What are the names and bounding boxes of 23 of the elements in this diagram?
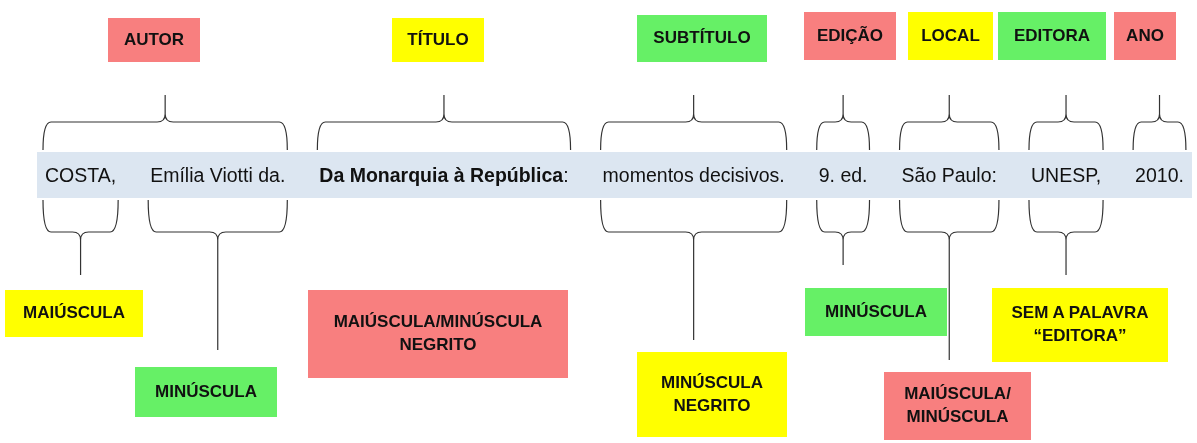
label-box: MAIÚSCULA bbox=[5, 290, 143, 337]
label-box: MINÚSCULA bbox=[805, 288, 947, 336]
label-box: SUBTÍTULO bbox=[637, 15, 767, 62]
citation-text: UNESP, bbox=[1031, 163, 1102, 187]
label-box: MINÚSCULA bbox=[135, 367, 277, 417]
label-box: SEM A PALAVRA “EDITORA” bbox=[992, 288, 1168, 362]
citation-text: COSTA, bbox=[45, 163, 117, 187]
citation-text: momentos decisivos. bbox=[602, 163, 785, 187]
label-box: EDIÇÃO bbox=[804, 12, 896, 60]
label-box: AUTOR bbox=[108, 18, 200, 62]
label-box: MAIÚSCULA/MINÚSCULA NEGRITO bbox=[308, 290, 568, 378]
label-box: MAIÚSCULA/ MINÚSCULA bbox=[884, 372, 1031, 440]
citation-text: 9. ed. bbox=[818, 163, 868, 187]
citation-text: Emília Viotti da. bbox=[150, 163, 286, 187]
label-box: ANO bbox=[1114, 12, 1176, 60]
citation-text: Da Monarquia à República: bbox=[319, 163, 569, 187]
label-box: EDITORA bbox=[998, 12, 1106, 60]
citation-text: 2010. bbox=[1135, 163, 1184, 187]
citation-text: São Paulo: bbox=[901, 163, 997, 187]
label-box: TÍTULO bbox=[392, 18, 484, 62]
citation-band bbox=[37, 152, 1192, 198]
label-box: LOCAL bbox=[908, 12, 993, 60]
label-box: MINÚSCULA NEGRITO bbox=[637, 352, 787, 437]
